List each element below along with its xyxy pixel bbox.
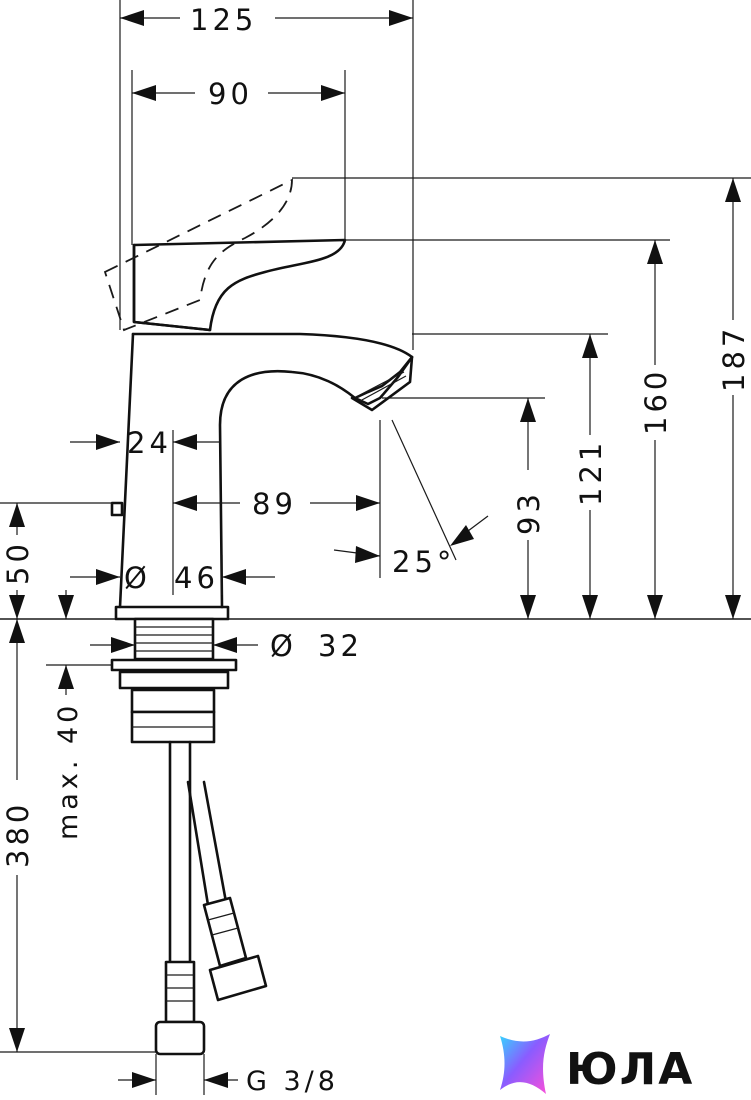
label-50: 50 (1, 540, 35, 585)
label-g-3-8: G 3/8 (246, 1066, 339, 1097)
label-max-40: max. 40 (53, 702, 84, 840)
label-121: 121 (574, 439, 608, 506)
label-25-degrees: 25° (392, 545, 455, 579)
label-89: 89 (252, 487, 297, 521)
label-125: 125 (190, 3, 257, 37)
label-90: 90 (208, 77, 253, 111)
dimension-lines (9, 10, 741, 1088)
label-380: 380 (1, 801, 35, 868)
label-46: 46 (174, 561, 219, 595)
brand-logo: ЮЛА (500, 1034, 694, 1095)
faucet-handle (132, 238, 347, 332)
label-93: 93 (512, 490, 546, 535)
faucet-body (110, 332, 414, 621)
label-diameter-symbol-32: Ø (270, 629, 297, 663)
logo-text: ЮЛА (566, 1044, 694, 1095)
label-24: 24 (127, 426, 172, 460)
supply-hoses (154, 740, 268, 1056)
logo-star-icon (500, 1034, 550, 1094)
label-32: 32 (318, 629, 363, 663)
mounting-shank (110, 617, 238, 744)
faucet-handle-open-position (103, 178, 293, 332)
dimension-labels: 125 90 24 89 25° Ø 46 Ø 32 G 3/8 187 160… (1, 3, 751, 1097)
label-187: 187 (717, 325, 751, 392)
label-160: 160 (639, 368, 673, 435)
label-diameter-symbol-46: Ø (124, 561, 151, 595)
